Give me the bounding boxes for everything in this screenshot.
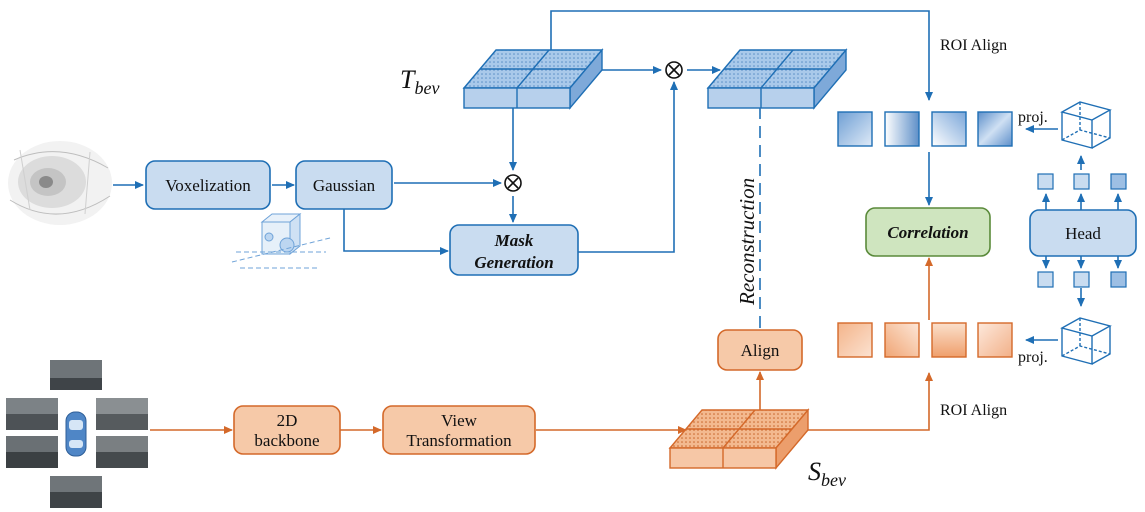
tbev-feature-grid — [462, 48, 604, 110]
svg-text:Head: Head — [1065, 224, 1101, 243]
reconstructed-feature-grid — [706, 48, 848, 110]
sbev-feature-grid — [668, 408, 810, 470]
multi-camera-images — [6, 360, 148, 508]
proj-top-label: proj. — [1018, 109, 1048, 126]
svg-text:Generation: Generation — [474, 253, 553, 272]
align-box: Align — [717, 329, 803, 371]
backbone-box: 2D backbone — [233, 405, 341, 455]
mask-generation-box: Mask Generation — [449, 224, 579, 276]
sbev-label: Sbev — [808, 457, 846, 490]
voxelization-box: Voxelization — [145, 160, 271, 210]
head-query-squares-top — [1037, 173, 1127, 190]
ego-car-icon — [65, 411, 87, 457]
svg-text:2D: 2D — [277, 411, 298, 430]
svg-text:View: View — [441, 411, 478, 430]
3d-box-icon-top — [1060, 101, 1112, 149]
svg-text:Align: Align — [741, 341, 780, 360]
correlation-box: Correlation — [865, 207, 991, 257]
head-query-squares-bottom — [1037, 271, 1127, 288]
teacher-connections — [113, 10, 1122, 344]
roi-align-top-label: ROI Align — [940, 37, 1007, 54]
multiply-symbol-top — [665, 61, 683, 79]
gaussian-box: Gaussian — [295, 160, 393, 210]
svg-text:Mask: Mask — [494, 231, 534, 250]
svg-text:Voxelization: Voxelization — [165, 176, 251, 195]
student-connections — [150, 257, 933, 434]
3d-box-icon-bottom — [1060, 317, 1112, 365]
lidar-point-cloud-image — [8, 141, 112, 225]
proj-bottom-label: proj. — [1018, 349, 1048, 366]
tbev-label: Tbev — [400, 65, 439, 98]
roi-align-bottom-label: ROI Align — [940, 402, 1007, 419]
svg-text:Gaussian: Gaussian — [313, 176, 376, 195]
svg-text:Correlation: Correlation — [887, 223, 968, 242]
teacher-roi-features — [837, 111, 1013, 147]
view-transformation-box: View Transformation — [382, 405, 536, 455]
multiply-symbol-gaussian — [504, 174, 522, 192]
student-roi-features — [837, 322, 1013, 358]
reconstruction-label: Reconstruction — [735, 178, 759, 306]
svg-text:Transformation: Transformation — [406, 431, 512, 450]
svg-text:backbone: backbone — [254, 431, 319, 450]
head-box: Head — [1029, 209, 1137, 257]
gaussian-voxel-icon — [231, 212, 331, 269]
